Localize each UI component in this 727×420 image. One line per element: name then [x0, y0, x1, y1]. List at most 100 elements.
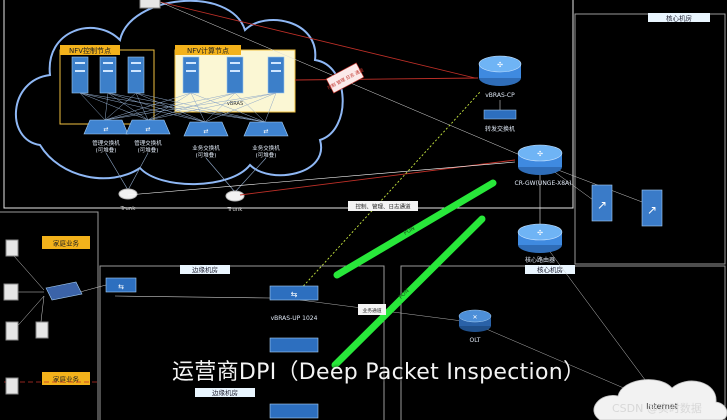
mgmt-switch-2-label: 管理交换机 [134, 139, 162, 147]
switch-icon: ⇄ [243, 121, 289, 137]
service-switch-2-sub: (可堆叠) [256, 151, 277, 159]
edge-room-label-bg [180, 265, 230, 274]
server-icon [99, 56, 117, 94]
laptop-icon [3, 283, 19, 301]
red-link-top [159, 1, 476, 79]
modem-icon [45, 281, 83, 301]
server-icon [267, 56, 285, 94]
switch-icon [269, 403, 319, 419]
home-service-1-label: 家庭业务 [53, 239, 80, 248]
svg-text:⇄: ⇄ [263, 128, 268, 135]
svg-text:✣: ✣ [537, 150, 543, 158]
white-link-trunk [127, 161, 516, 196]
core-room-top-label-bg [648, 13, 710, 22]
nfv-compute-label-bg [175, 45, 241, 55]
router-icon: ✣ [517, 144, 563, 175]
edge-room-bottom-label: 边缘机房 [212, 388, 238, 397]
internet-label: Internet [646, 402, 678, 411]
svg-text:⇄: ⇄ [203, 128, 208, 135]
mgmt-switch-1-sub: (可堆叠) [96, 146, 117, 154]
core-room-mid-label: 核心机房 [537, 265, 563, 274]
red-link-cp [294, 77, 479, 81]
edge-switch-icon: ⇆ [105, 277, 137, 293]
nfv-cloud [15, 0, 344, 186]
vbras-up-label: vBRAS-UP 1024 [271, 315, 318, 322]
core-router-label: 核心路由器 [525, 256, 555, 264]
phone-icon [5, 239, 19, 257]
pon-tunnel-1 [333, 179, 497, 279]
small-tag-label: 业务通道 [362, 307, 381, 314]
tablet-icon [5, 321, 19, 341]
svg-text:↗: ↗ [647, 203, 657, 217]
watermark: CSDN @实时数据 [612, 402, 702, 415]
home-links [13, 255, 107, 331]
svg-text:✕: ✕ [472, 314, 477, 321]
core-internet-link [544, 244, 661, 401]
edge-room-label: 边缘机房 [192, 265, 218, 274]
svg-text:✣: ✣ [537, 229, 543, 237]
router-icon: ✣ [478, 55, 522, 86]
switch-icon: ⇄ [125, 119, 171, 135]
caption-title: 运营商DPI（Deep Packet Inspection） [172, 360, 586, 385]
olt-internet-link [469, 321, 641, 396]
server-icon [182, 56, 200, 94]
trunk-2-label: Trunk [227, 207, 244, 213]
internet-cloud [593, 379, 727, 420]
trunk-1-icon [118, 188, 138, 200]
core-room-mid-label-bg [525, 265, 575, 274]
home-region-frame [0, 211, 99, 420]
edge-room-frame [99, 265, 385, 420]
svg-text:⇄: ⇄ [103, 126, 108, 133]
forward-switch-label: 转发交换机 [485, 125, 515, 133]
firewall-icon: ↗ [641, 189, 663, 227]
trunk-1-label: Trunk [120, 206, 137, 212]
svg-text:↗: ↗ [597, 198, 607, 212]
pon-tunnel-2 [331, 215, 486, 369]
service-switch-1-label: 业务交换机 [192, 144, 220, 152]
svg-text:⇆: ⇆ [291, 290, 298, 299]
trunk-2-icon [225, 190, 245, 202]
vbras-cp-label: vBRAS-CP [485, 92, 515, 99]
olt-label: OLT [470, 337, 481, 344]
vbras-inner-label: vBRAS [227, 101, 243, 107]
cr-gw-label: CR-GW(UNGE-X8A) [515, 180, 572, 187]
svg-text:⇆: ⇆ [118, 283, 124, 291]
nfv-compute-label: NFV计算节点 [187, 46, 229, 55]
small-tag-bg [358, 304, 386, 315]
core-room-top-label: 核心机房 [666, 14, 692, 23]
nfv-control-label-bg [60, 45, 120, 55]
cp-up-label: 控制、管理、日志通道 [355, 203, 411, 211]
switch-icon: ⇄ [183, 121, 229, 137]
switch-icon [269, 337, 319, 353]
phone-icon [5, 377, 19, 395]
top-region-frame [3, 0, 574, 209]
switch-icon: ⇄ [83, 119, 129, 135]
mgmt-switch-2-sub: (可堆叠) [138, 146, 159, 154]
edge-room-bottom-label-bg [195, 388, 255, 397]
firewall-icon: ↗ [591, 184, 613, 222]
edge-up-link [114, 295, 271, 299]
device-icon [139, 0, 161, 9]
server-icon [71, 56, 89, 94]
router-icon: ✣ [517, 223, 563, 253]
svg-text:⇄: ⇄ [145, 126, 150, 133]
home-service-2-label: 家庭业务 [53, 375, 80, 384]
home-service-1-label-bg [42, 236, 90, 249]
server-icon [127, 56, 145, 94]
cp-up-dashed-link [297, 91, 481, 293]
nfv-control-label: NFV控制节点 [69, 46, 111, 55]
core-room-top-frame [574, 13, 726, 265]
server-switch-mesh [79, 92, 277, 123]
pon-1-label: PON [403, 226, 416, 237]
server-icon [226, 56, 244, 94]
cp-up-label-bg [348, 201, 418, 211]
vbras-up-icon: ⇆ [269, 285, 319, 301]
service-switch-2-label: 业务交换机 [252, 144, 280, 152]
olt-icon: ✕ [458, 309, 492, 332]
svg-text:✣: ✣ [497, 61, 503, 69]
service-switch-1-sub: (可堆叠) [196, 151, 217, 159]
desktop-icon [35, 321, 49, 339]
forward-switch-icon [483, 109, 517, 120]
mgmt-switch-1-label: 管理交换机 [92, 139, 120, 147]
